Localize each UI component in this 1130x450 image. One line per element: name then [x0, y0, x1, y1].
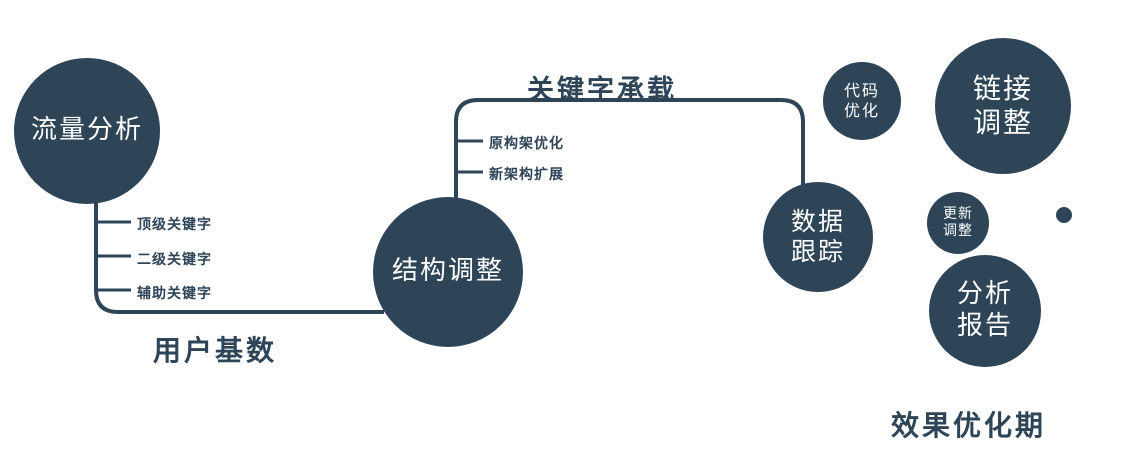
- node-label-line: 更新: [943, 205, 973, 222]
- branch-label-top-keywords: 顶级关键字: [137, 217, 212, 233]
- node-label-line: 优化: [843, 101, 880, 120]
- connector-keyword-carry: [454, 98, 805, 198]
- branch-label-second-keywords: 二级关键字: [137, 252, 212, 268]
- node-link-adjustment: 链接 调整: [935, 38, 1071, 174]
- small-dot-node: [1056, 207, 1072, 223]
- edge-label-keyword-carry: 关键字承载: [527, 75, 677, 106]
- node-update-adjustment: 更新 调整: [927, 192, 989, 254]
- node-traffic-analysis: 流量分析: [14, 58, 160, 204]
- node-analysis-report: 分析 报告: [929, 255, 1041, 367]
- node-label-line: 代码: [843, 81, 880, 101]
- node-label-line: 报告: [956, 311, 1013, 341]
- branch-label-new-architecture: 新架构扩展: [489, 167, 564, 183]
- edge-label-user-base: 用户基数: [153, 334, 278, 367]
- node-label-line: 分析: [956, 279, 1013, 310]
- node-label: 流量分析: [30, 115, 143, 146]
- node-label-line: 数据: [790, 206, 845, 236]
- node-structure-adjustment: 结构调整: [373, 197, 523, 347]
- caption-effect-optimization-period: 效果优化期: [891, 409, 1047, 442]
- branch-label-auxiliary-keywords: 辅助关键字: [137, 286, 212, 302]
- node-label-line: 跟踪: [790, 237, 845, 266]
- node-label-line: 调整: [943, 223, 973, 239]
- branch-label-original-architecture: 原构架优化: [489, 136, 564, 152]
- node-data-tracking: 数据 跟踪: [763, 182, 873, 292]
- node-label-line: 调整: [972, 106, 1033, 139]
- node-label: 结构调整: [391, 256, 504, 287]
- node-label-line: 链接: [972, 71, 1033, 105]
- node-code-optimization: 代码 优化: [823, 62, 901, 140]
